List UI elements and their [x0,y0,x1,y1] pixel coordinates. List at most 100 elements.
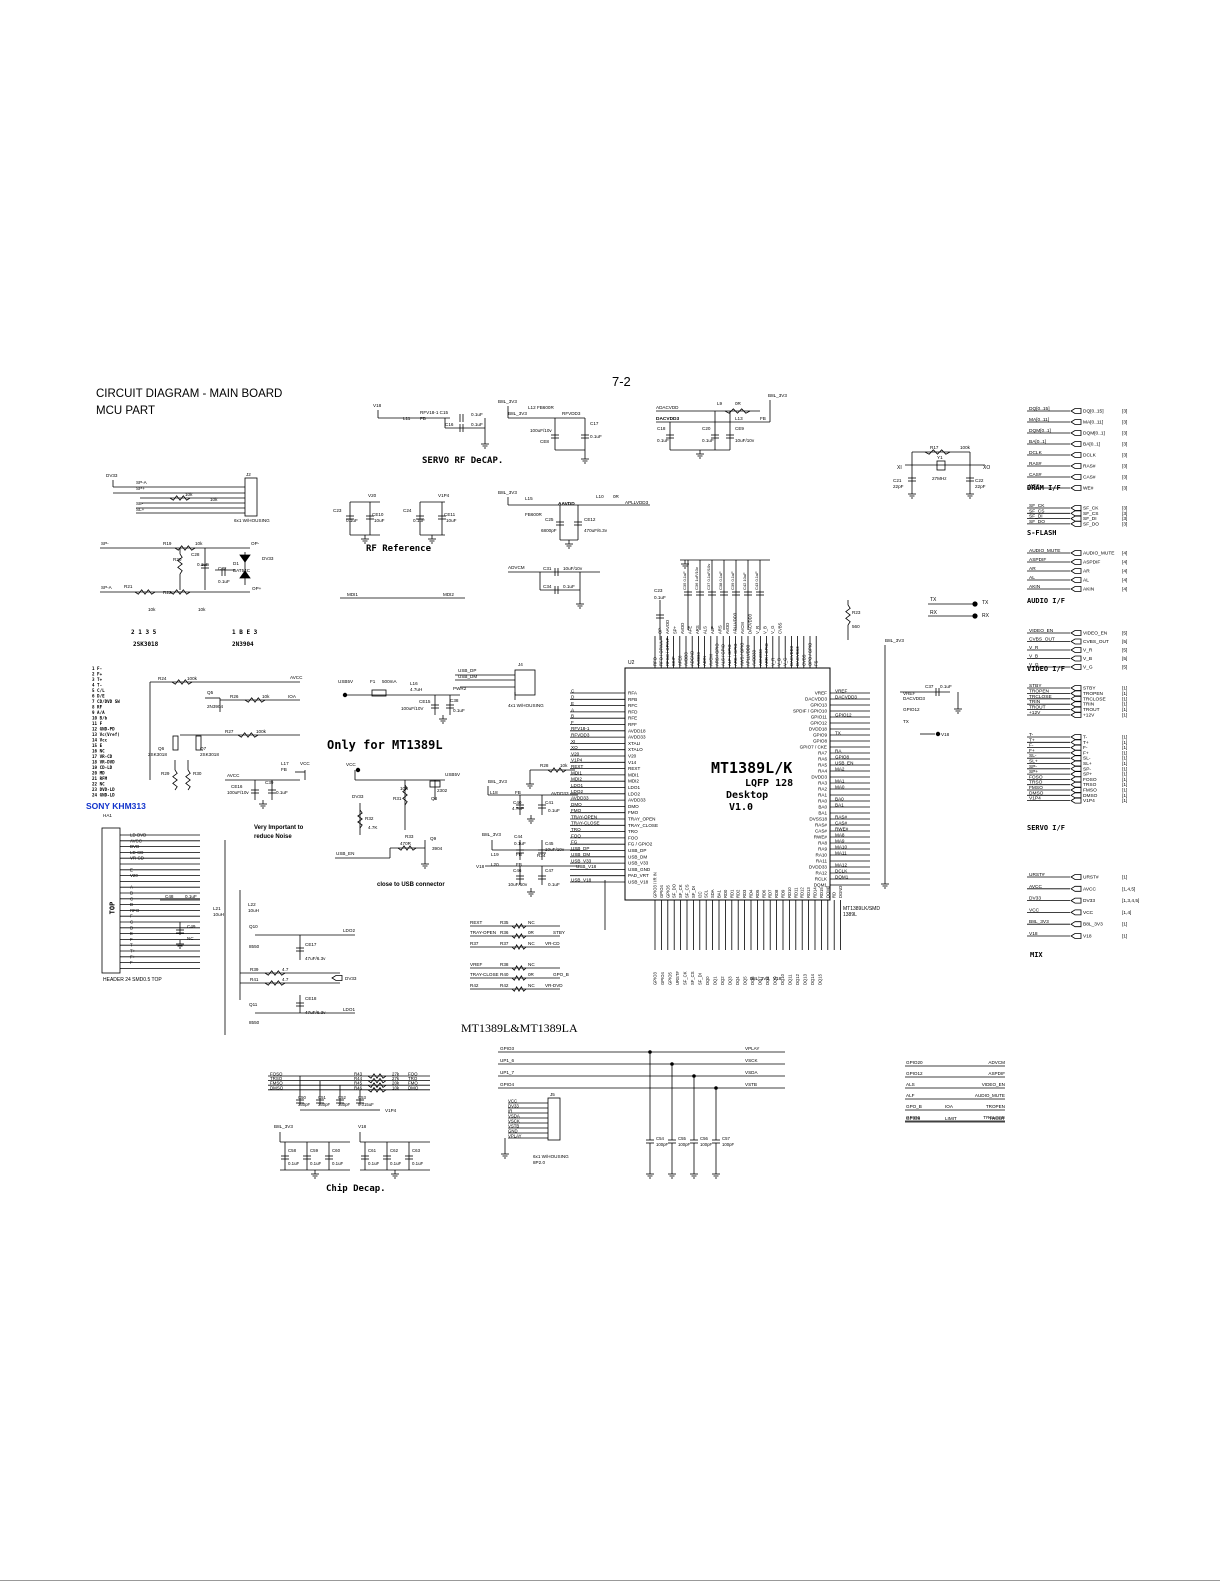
servo-out-val: 20k [392,1081,400,1086]
sony-pin: 12 GND-PD [92,727,115,732]
ce16-ref: CE16 [231,784,243,789]
right-group-right: AR [1083,569,1090,575]
servo-driver-resistor [511,974,527,982]
right-group-tag [1070,797,1082,804]
q10-part: 8550 [249,944,260,949]
l11-fb: FB [420,416,426,421]
right-group-tag [1070,441,1082,447]
page-number: 7-2 [612,374,631,389]
ce10-val: 10uF [374,518,385,523]
chip-bottom-net-label: DQ3 [728,976,733,985]
chip-right-pin-label: VREF [815,691,827,696]
sp-num-2b: 10k [198,607,206,612]
gpio-cap-label: 100pF [656,1142,669,1147]
q10-ref: Q10 [249,924,258,929]
right-group-left: SP+ [1029,769,1038,775]
right-group-tag [1070,419,1082,425]
right-group-page: [3] [1122,511,1127,517]
right-group-tag [1070,760,1082,767]
c23b-ref: C23 [654,588,663,593]
servo-driver-resistor [511,932,527,940]
right-group-page: [3] [1122,453,1127,459]
dacvdd3-label: DACVDD3 [656,416,680,422]
chip-top-net-label: AVCM [740,622,745,634]
decap-cap-val: 0.1uF [288,1161,300,1166]
right-group-page: [3] [1122,521,1127,527]
c22-val: 22pF [975,484,986,489]
chip-right-pin-label: RA10 [816,853,828,858]
chip-top-cap-label: C39 0.1uF [730,571,735,590]
section-mt-family: MT1389L&MT1389LA [461,1021,578,1035]
chip-right-pin-label: RA12 [816,871,828,876]
right-group-tag [1070,430,1082,436]
chip-left-net-label: XO [571,745,578,750]
b8l-label-2: B8L_3V3 [508,411,527,416]
usb-dv33: DV33 [352,794,364,799]
right-group-tag [1070,744,1082,751]
r23-val: 560 [852,624,860,629]
resistor [547,767,567,773]
ce10-ref: CE10 [372,512,384,517]
l18-val: FB [515,790,521,795]
r41-val: 4.7 [282,977,289,982]
servo-driver-out: VR-DVD [545,983,563,988]
section-chip-decap: Chip Decap. [326,1184,386,1194]
chip-left-net-label: C [571,688,575,693]
sony-pin: 1 F- [92,666,102,671]
right-group-right: DV33 [1083,898,1095,904]
page-title-line1: CIRCUIT DIAGRAM - MAIN BOARD [96,388,283,400]
servo-driver-val: 0R [528,930,535,935]
gpio-bus-left: UP1_6 [500,1058,514,1063]
decap-cap-val: 0.1uF [390,1161,402,1166]
chip-bottom-pin-label: GPIO5 [665,885,670,898]
servo-driver-out: VR-CD [545,941,560,946]
chip-bottom-net-label: URST# [675,971,680,985]
sony-pin: 10 B/b [92,716,108,721]
right-group-left: TROPEN [1029,688,1050,694]
chip-right-net-label: RAS# [835,814,847,819]
chip-left-pin-label: REXT [628,766,640,771]
chip-bottom-pin-label: RD11 [793,887,798,898]
sony-pin: 19 CD-LD [92,765,113,770]
chip-bottom-net-label: GPIO3 [653,972,658,985]
chip-top-cap-label: C43 0.1uF [754,571,759,590]
chip-bottom-pin-label: RD13 [806,887,811,898]
c38-val: 0.1uF [453,708,465,713]
net-labels: RFACRFBDRFCERFDARFEBRFFFAVDD18RFV18-1AVD… [92,393,1139,1166]
c31-val: 10uF/10v [563,566,583,571]
right-group-right: DMSO [1083,793,1098,799]
q8-part: 2302 [437,788,448,793]
c28-val: 0.1uF [197,562,209,567]
chip-right-pin-label: RWE# [814,835,828,840]
chip-left-pin-label: TRAY_CLOSE [628,823,658,828]
chip-bottom-net-label: DQ15 [818,973,823,985]
right-group-tag [1070,568,1082,574]
right-group-page: [4] [1122,587,1127,593]
chip-left-net-label: A [571,707,575,712]
c18-val: 0.1uF [657,438,669,443]
chip-right-pin-label: GPIO7 / CKE [800,745,827,750]
ce17-val: 47uF/6.3v [305,956,326,961]
decap-cap-ref: C59 [310,1148,319,1153]
q7-part: 2SK3018 [200,752,219,757]
chip-right-pin-label: GPIO12 [810,721,827,726]
chip-left-net-label: MDI1 [571,770,582,775]
right-group-left: SP- [1029,764,1037,770]
chip-top-pin-label: ALS / GPIO [721,643,726,666]
rfvdd3-label: RFVDD3 [562,411,581,416]
tx-label: TX [930,597,937,603]
q7-ref: Q7 [200,746,207,751]
right-group-right: DQM[0..1] [1083,431,1105,437]
chip-left-net-label: XI [571,739,575,744]
right-group-left: URST# [1029,872,1045,878]
chip-left-pin-label: FG / GPIO2 [628,842,653,847]
chip-bottom-net-label: GPIO5 [668,972,673,985]
ha1-pin-label: F+ [130,954,136,959]
right-group-left: SL+ [1029,759,1038,765]
mdi2-label: MDI2 [443,592,454,597]
q11-part: 8550 [249,1020,260,1025]
usb-dm-label: USB_DM [458,674,477,679]
right-group-left: TROUT [1029,705,1046,711]
j4-connector [514,669,536,696]
gpio-cap-label: 100pF [722,1142,735,1147]
